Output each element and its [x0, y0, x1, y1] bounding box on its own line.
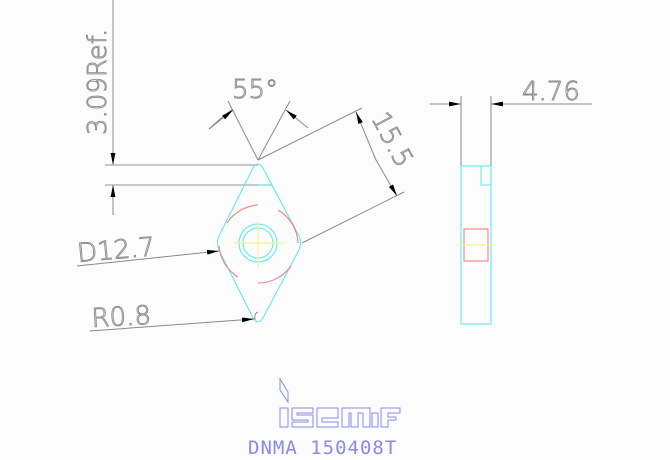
model-code: DNMA 150408T: [248, 437, 398, 459]
edge-length-label: 15.5: [365, 107, 419, 172]
thickness-label: 4.76: [522, 77, 580, 107]
corner-radius-leader: [89, 317, 255, 332]
edge-length-dimension: [257, 107, 405, 244]
insert-top-view: [216, 163, 302, 323]
angle-label: 55°: [232, 75, 278, 105]
inscribed-circle-label: D12.7: [76, 232, 156, 269]
ref-thickness-label: 3.09Ref.: [83, 29, 113, 135]
corner-radius-label: R0.8: [91, 301, 152, 334]
insert-side-view: [458, 96, 493, 325]
inscribed-circle-leader: [76, 249, 220, 267]
ref-thickness-dimension: [105, 0, 272, 215]
brand-logo: [279, 377, 401, 428]
angle-dimension: [208, 100, 309, 161]
